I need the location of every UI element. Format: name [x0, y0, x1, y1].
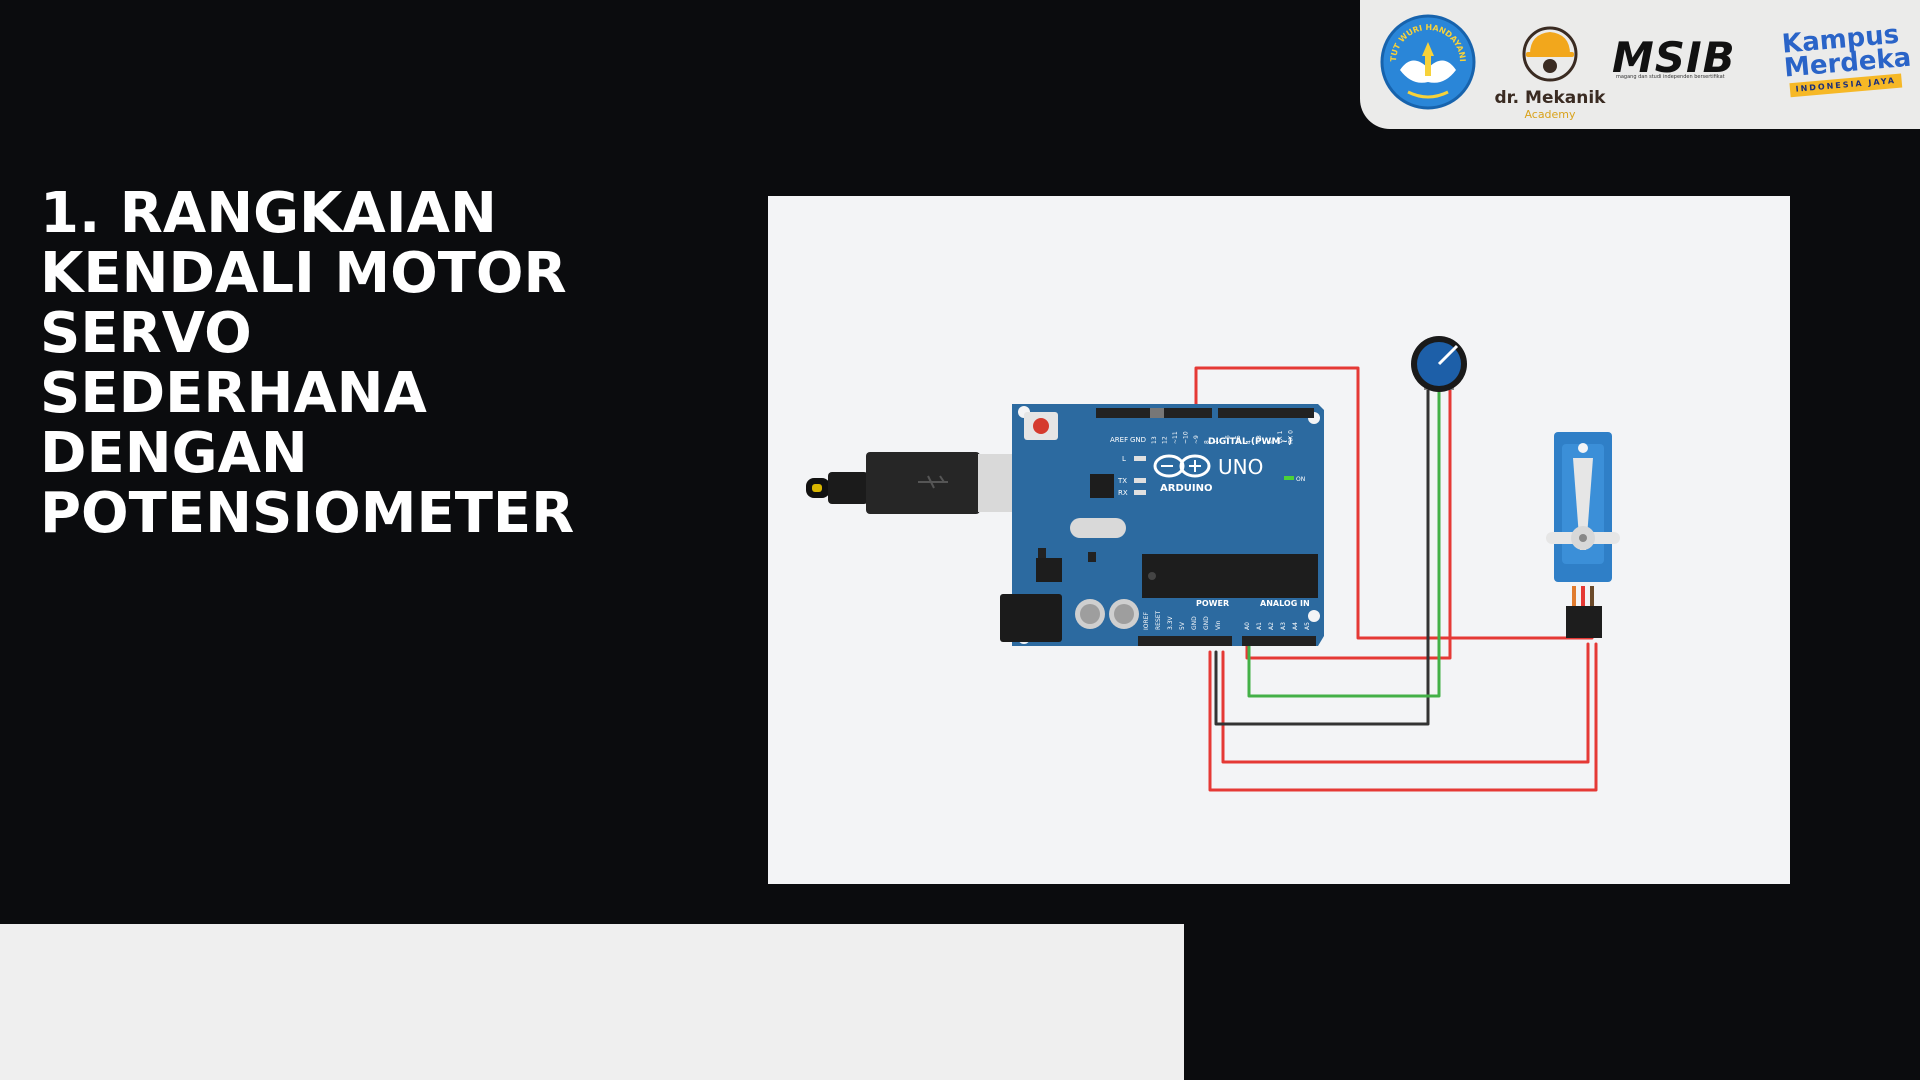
led-tx-label: TX	[1117, 477, 1127, 485]
wire-gnd-to-pot	[1214, 380, 1430, 726]
title-line: KENDALI MOTOR	[40, 241, 567, 306]
pin-label: RX 0	[1288, 430, 1295, 444]
analog-label: ANALOG IN	[1260, 599, 1310, 608]
pin-label: 8	[1204, 440, 1211, 444]
circuit-diagram: AREF GND DIGITAL (PWM~) L TX RX ARDUINO …	[768, 196, 1790, 884]
pin-label: ~9	[1193, 435, 1200, 444]
pin-label: 5V	[1179, 621, 1186, 630]
title-line: POTENSIOMETER	[40, 481, 575, 546]
pin-label: 7	[1214, 440, 1221, 444]
reset-button-cap	[1033, 418, 1049, 434]
pin-label: 3.3V	[1167, 615, 1174, 630]
pin-label: RESET	[1155, 610, 1162, 630]
kemdikbud-logo: TUT WURI HANDAYANI	[1380, 14, 1476, 110]
wire-power-to-servo	[1221, 642, 1590, 764]
aref-label: AREF	[1110, 436, 1128, 444]
pin-label: GND	[1203, 616, 1210, 630]
led-tx	[1134, 478, 1146, 483]
msib-word: MSIB	[1612, 33, 1736, 82]
power-label: POWER	[1196, 599, 1229, 608]
arduino-brand: ARDUINO	[1160, 483, 1212, 494]
pin-label: TX 1	[1277, 430, 1284, 445]
dc-jack	[1000, 594, 1062, 642]
wire-a0-to-pot	[1247, 380, 1441, 698]
led-on	[1284, 476, 1294, 480]
title-line: SEDERHANA	[40, 361, 427, 426]
usb-cable	[806, 452, 1024, 514]
atmega-chip	[1142, 554, 1318, 598]
wire-pot-to-servo-signal	[1194, 366, 1594, 640]
pin-label: 12	[1162, 436, 1169, 444]
msib-tagline: magang dan studi independen bersertifika…	[1616, 74, 1725, 80]
usb-chip	[1090, 474, 1114, 498]
servo-horn-icon	[1573, 458, 1593, 550]
pin-label: A0	[1244, 622, 1251, 630]
regulator	[1036, 558, 1062, 582]
title-line: 1. RANGKAIAN	[40, 181, 497, 246]
arduino-model: UNO	[1218, 455, 1263, 479]
bottom-panel	[0, 924, 1184, 1080]
crystal	[1070, 518, 1126, 538]
pin-label: Vin	[1215, 620, 1222, 630]
wire-power-to-servo-2	[1208, 642, 1598, 792]
led-l	[1134, 456, 1146, 461]
pin-label: ~10	[1183, 431, 1190, 444]
servo-motor	[1546, 432, 1620, 638]
led-on-label: ON	[1296, 476, 1305, 483]
pin-label: A3	[1280, 622, 1287, 630]
pin-label: ~5	[1235, 435, 1242, 444]
kampus-merdeka-logo: Kampus Merdeka INDONESIA JAYA	[1781, 18, 1917, 109]
pin-label: A1	[1256, 622, 1263, 630]
gnd-label: GND	[1130, 436, 1146, 444]
led-rx-label: RX	[1118, 489, 1128, 497]
pin-label: ~6	[1225, 435, 1232, 444]
pin-label: IOREF	[1143, 612, 1150, 630]
page-title: 1. RANGKAIAN KENDALI MOTOR SERVO SEDERHA…	[40, 184, 720, 544]
led-l-label: L	[1122, 455, 1126, 463]
power-pin-labels: IOREF RESET 3.3V 5V GND GND Vin	[1143, 610, 1222, 630]
pin-label: 13	[1151, 436, 1158, 444]
knob-indicator-icon	[1437, 344, 1459, 366]
title-line: DENGAN	[40, 421, 308, 486]
pin-label: ~11	[1172, 431, 1179, 444]
arduino-logo-icon	[1153, 454, 1211, 478]
servo-connector	[1566, 606, 1602, 638]
dr-mekanik-name: dr. Mekanik	[1494, 88, 1606, 108]
logo-bar: TUT WURI HANDAYANI dr. Mekanik Academy M…	[1360, 0, 1920, 129]
circuit-svg: AREF GND DIGITAL (PWM~) L TX RX ARDUINO …	[806, 336, 1620, 792]
analog-pin-labels: A0 A1 A2 A3 A4 A5	[1244, 622, 1311, 630]
led-rx	[1134, 490, 1146, 495]
dr-mekanik-sub: Academy	[1524, 108, 1576, 121]
usb-icon	[918, 475, 948, 489]
pin-label: 4	[1246, 440, 1253, 444]
title-line: SERVO	[40, 301, 252, 366]
pin-label: GND	[1191, 616, 1198, 630]
pin-label: A2	[1268, 622, 1275, 630]
helmet-icon	[1522, 26, 1578, 82]
pin-label: A5	[1304, 622, 1311, 630]
msib-logo: MSIB magang dan studi independen bersert…	[1612, 30, 1768, 90]
dr-mekanik-logo: dr. Mekanik Academy	[1490, 20, 1610, 121]
pin-label: A4	[1292, 622, 1299, 630]
pin-label: ~3	[1256, 435, 1263, 444]
digital-label: DIGITAL (PWM~)	[1208, 437, 1292, 447]
arduino-board: AREF GND DIGITAL (PWM~) L TX RX ARDUINO …	[1000, 404, 1324, 646]
potentiometer	[1411, 336, 1467, 392]
pin-label: 2	[1267, 440, 1274, 444]
